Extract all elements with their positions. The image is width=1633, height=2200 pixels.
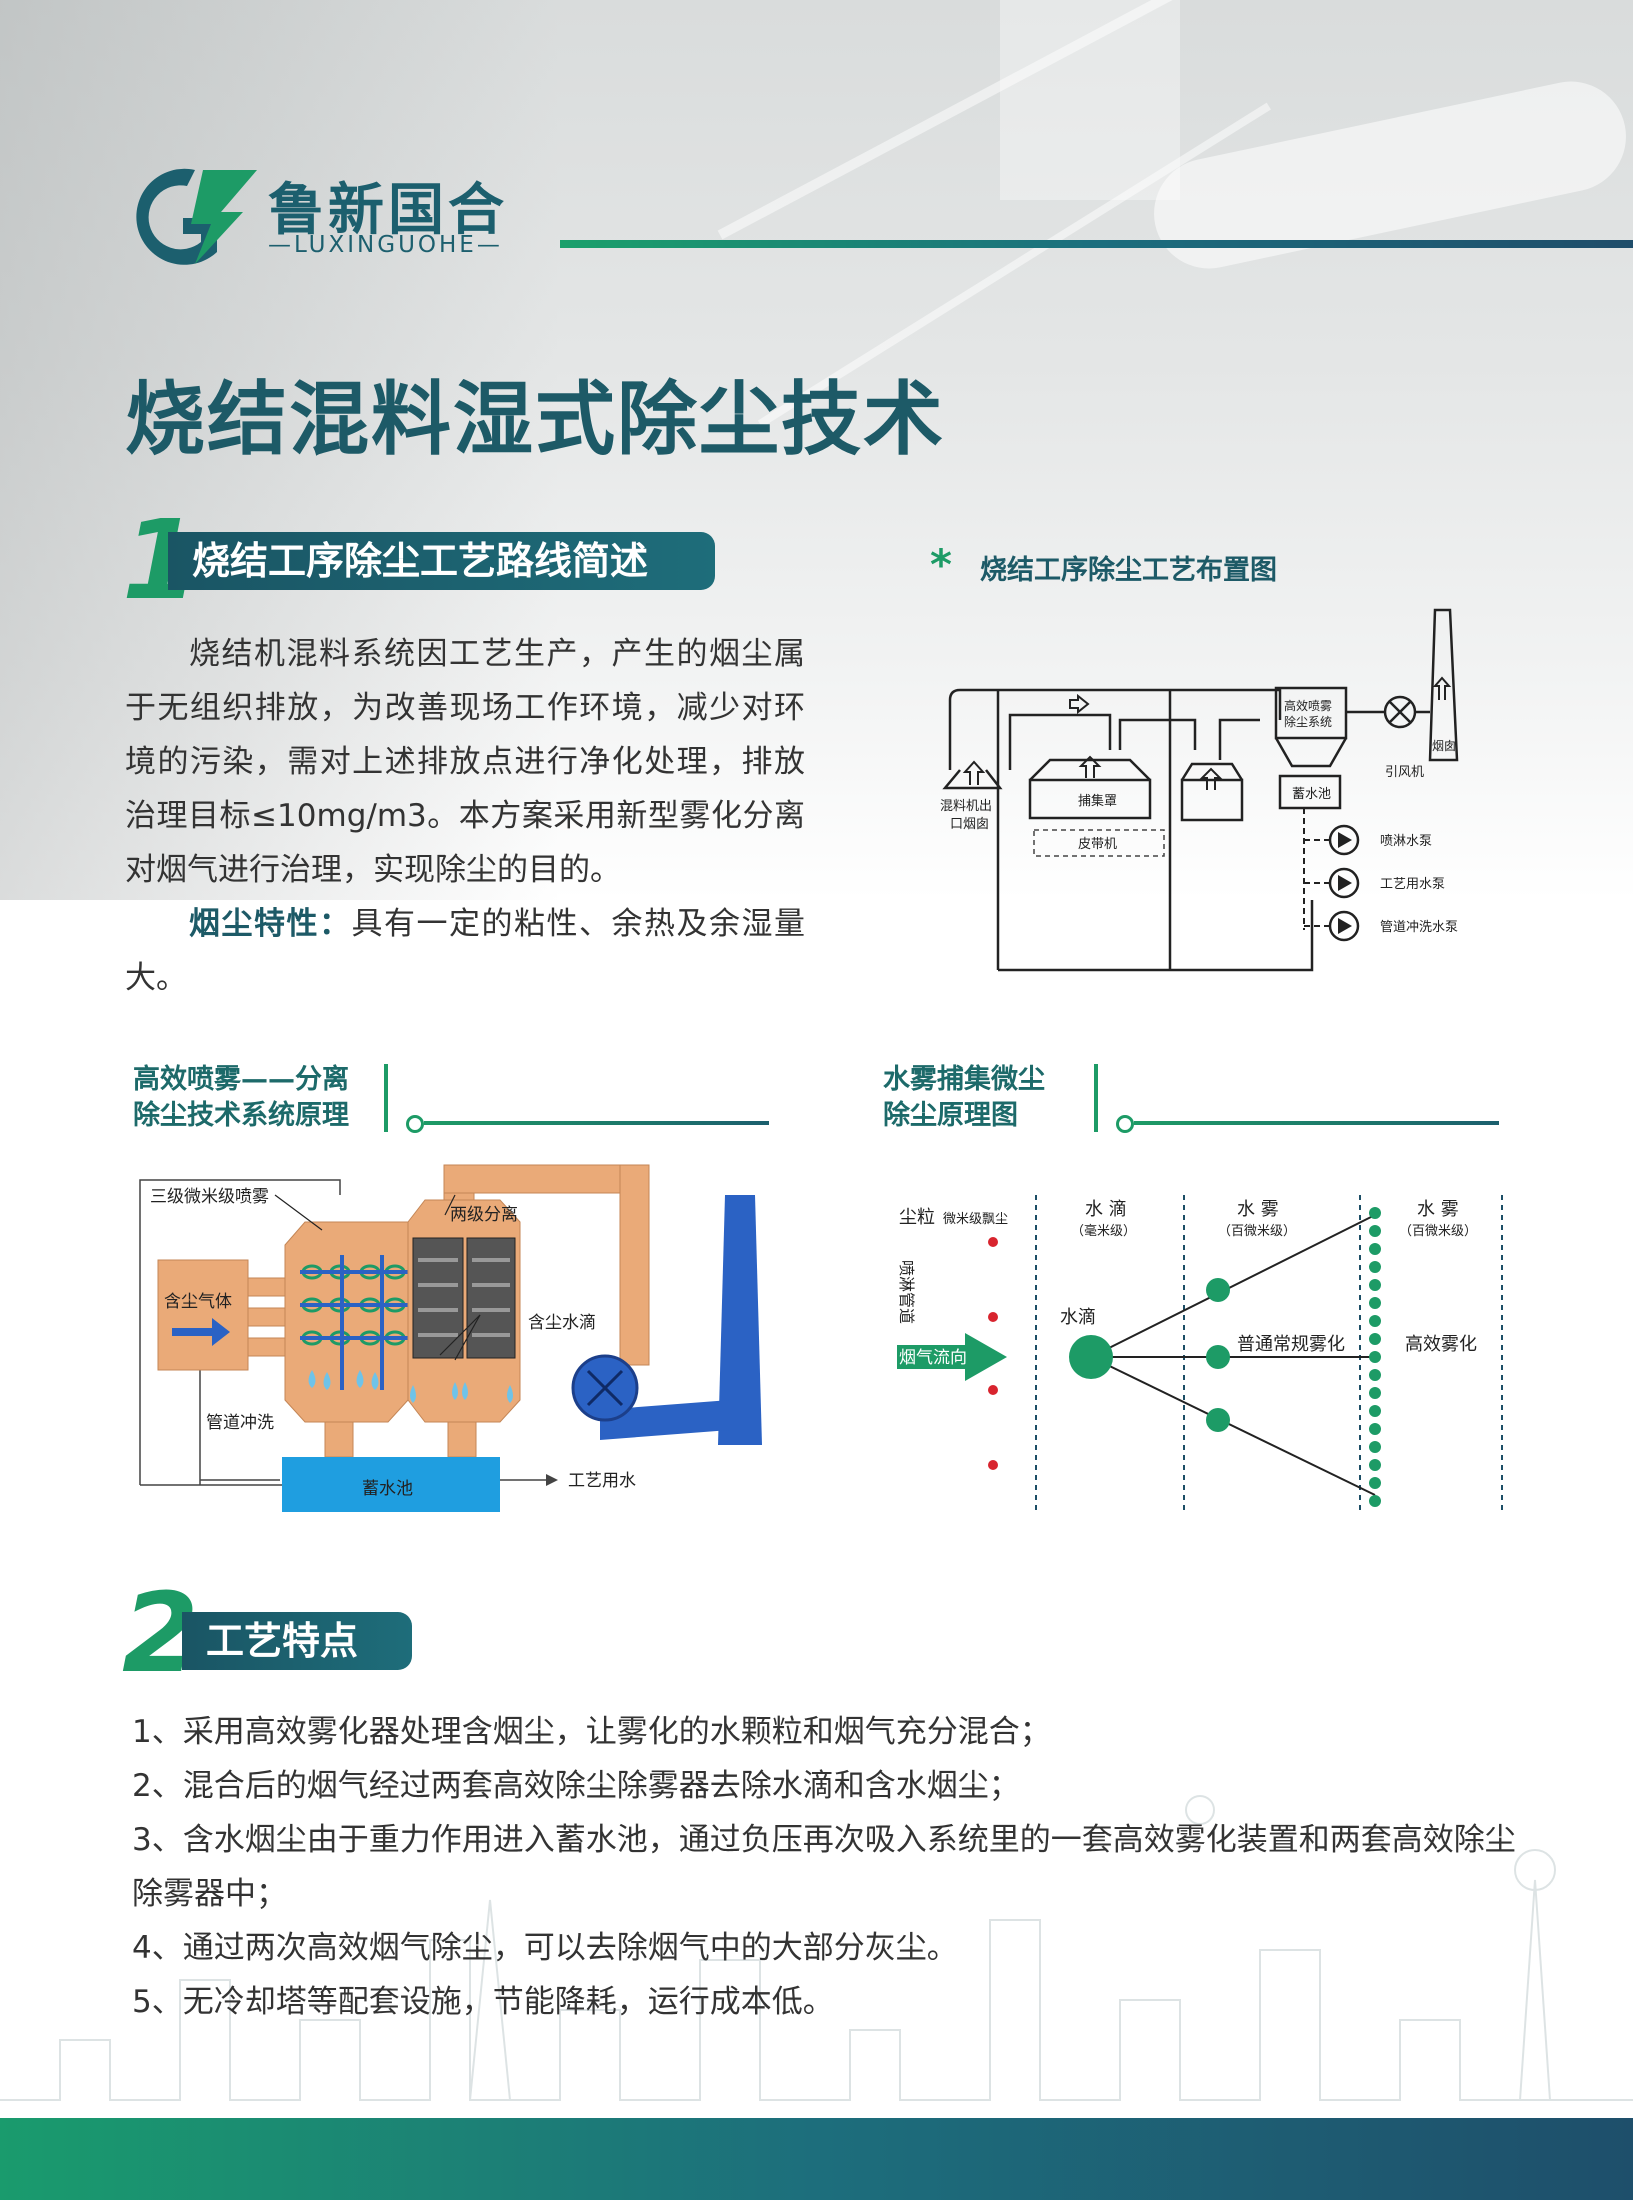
label-flow: 烟气流向: [899, 1348, 967, 1368]
label-pool: 蓄水池: [1292, 787, 1331, 802]
label-pump-1: 喷淋水泵: [1380, 834, 1432, 849]
label-inlet: 含尘气体: [164, 1292, 232, 1312]
principle-diagram: 三级微米级喷雾 两级分离 含尘气体 含尘水滴 管道冲洗 蓄水池 工艺用水: [139, 1164, 762, 1512]
label-spray: 三级微米级喷雾: [150, 1187, 269, 1207]
label-flush: 管道冲洗: [206, 1413, 274, 1433]
label-dust-sub: 微米级飘尘: [943, 1212, 1008, 1227]
feature-label: 烟尘特性：: [189, 906, 352, 942]
background-foliage: [0, 0, 560, 900]
star-icon: *: [930, 540, 952, 589]
brand-name: 鲁新国合: [268, 178, 508, 243]
mist-heading-divider: [1094, 1064, 1098, 1132]
background-tower: [1000, 0, 1180, 200]
label-pipe: 喷淋管道: [897, 1260, 916, 1324]
mist-heading-line: [1134, 1121, 1499, 1125]
label-process: 工艺用水: [568, 1471, 636, 1491]
feature-list: 1、采用高效雾化器处理含烟尘，让雾化的水颗粒和烟气充分混合； 2、混合后的烟气经…: [132, 1705, 1522, 2029]
header-divider: [560, 240, 1633, 248]
mist-heading-dot: [1116, 1115, 1134, 1133]
principle-heading-line-2: 除尘技术系统原理: [133, 1100, 349, 1131]
section-heading-2: 工艺特点: [182, 1612, 412, 1670]
label-drop: 水 滴: [1085, 1199, 1127, 1220]
layout-diagram: 混料机出 口烟囱 捕集罩 皮带机 高效喷雾 除尘系统 蓄水池 引风机 烟囱 喷淋…: [940, 608, 1459, 972]
mist-heading-line-2: 除尘原理图: [883, 1100, 1018, 1131]
feature-text: 具有一定的粘性、余热及余湿量大。: [125, 906, 805, 996]
section1-text: 烧结机混料系统因工艺生产，产生的烟尘属于无组织排放，为改善现场工作环境，减少对环…: [125, 627, 805, 1005]
section1-paragraph: 烧结机混料系统因工艺生产，产生的烟尘属于无组织排放，为改善现场工作环境，减少对环…: [125, 636, 805, 888]
section1-feature: 烟尘特性：具有一定的粘性、余热及余湿量大。: [125, 897, 805, 1005]
label-drop-sub: （毫米级）: [1071, 1223, 1136, 1239]
label-mist-2: 水 雾: [1417, 1199, 1459, 1220]
layout-figure-title: 烧结工序除尘工艺布置图: [980, 555, 1277, 586]
label-pool: 蓄水池: [362, 1479, 413, 1499]
brand-logo-icon: [136, 168, 257, 265]
footer-bar: [0, 2118, 1633, 2200]
label-fan: 引风机: [1385, 765, 1424, 780]
label-efficient: 高效雾化: [1405, 1334, 1477, 1355]
feature-item: 2、混合后的烟气经过两套高效除尘除雾器去除水滴和含水烟尘；: [132, 1768, 1020, 1804]
mist-heading-line-1: 水雾捕集微尘: [883, 1064, 1045, 1095]
label-mist-1-sub: （百微米级）: [1218, 1224, 1296, 1239]
label-system-2: 除尘系统: [1284, 714, 1332, 729]
principle-heading-line: [424, 1121, 769, 1125]
principle-heading-dot: [406, 1115, 424, 1133]
principle-heading: 高效喷雾——分离 除尘技术系统原理: [133, 1062, 349, 1134]
label-mist-2-sub: （百微米级）: [1399, 1224, 1477, 1239]
feature-item: 1、采用高效雾化器处理含烟尘，让雾化的水颗粒和烟气充分混合；: [132, 1714, 1051, 1750]
label-belt: 皮带机: [1078, 837, 1117, 852]
label-pump-3: 管道冲洗水泵: [1380, 920, 1458, 935]
city-skyline-background: [0, 1795, 1633, 2101]
label-pump-2: 工艺用水泵: [1380, 877, 1445, 892]
section-heading-1: 烧结工序除尘工艺路线简述: [168, 532, 715, 590]
label-hood-2: 口烟囱: [950, 817, 989, 832]
label-capture-hood: 捕集罩: [1078, 793, 1117, 809]
feature-item: 4、通过两次高效烟气除尘，可以去除烟气中的大部分灰尘。: [132, 1930, 958, 1966]
label-hood: 混料机出: [940, 799, 992, 814]
label-normal: 普通常规雾化: [1237, 1334, 1345, 1355]
principle-heading-divider: [384, 1064, 388, 1132]
label-dust: 尘粒: [899, 1207, 935, 1228]
principle-heading-line-1: 高效喷雾——分离: [133, 1064, 349, 1095]
feature-item: 3、含水烟尘由于重力作用进入蓄水池，通过负压再次吸入系统里的一套高效雾化装置和两…: [132, 1822, 1516, 1912]
label-droplet: 水滴: [1060, 1307, 1096, 1328]
label-system-1: 高效喷雾: [1284, 698, 1332, 713]
mist-diagram: 尘粒 微米级飘尘 水 滴 （毫米级） 水 雾 （百微米级） 水 雾 （百微米级）…: [897, 1195, 1503, 1515]
page-title: 烧结混料湿式除尘技术: [125, 373, 945, 466]
mist-heading: 水雾捕集微尘 除尘原理图: [883, 1062, 1045, 1134]
label-chimney: 烟囱: [1432, 739, 1456, 753]
brand-name-en: —LUXINGUOHE—: [268, 232, 503, 258]
label-mist-1: 水 雾: [1237, 1199, 1279, 1220]
feature-item: 5、无冷却塔等配套设施，节能降耗，运行成本低。: [132, 1984, 834, 2020]
label-water: 含尘水滴: [528, 1313, 596, 1333]
label-separate: 两级分离: [450, 1205, 518, 1225]
